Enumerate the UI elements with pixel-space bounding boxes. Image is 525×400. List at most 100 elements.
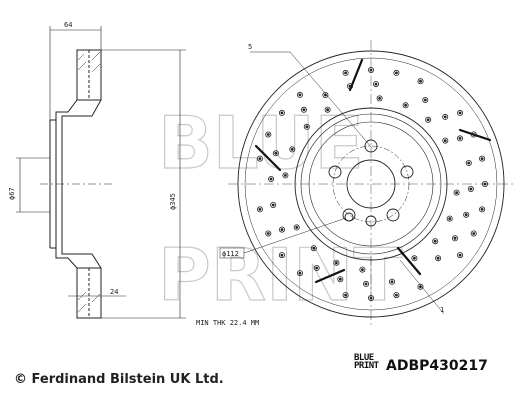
drilled-hole-center	[412, 256, 416, 260]
drilled-hole-center	[298, 93, 302, 97]
drilled-hole-center	[315, 266, 319, 270]
leader-1	[399, 259, 445, 315]
side-section-view	[40, 49, 115, 319]
drilled-hole	[333, 259, 340, 266]
drilled-hole-center	[443, 139, 447, 143]
drilled-hole	[265, 230, 272, 237]
copyright-text: © Ferdinand Bilstein UK Ltd.	[14, 372, 224, 387]
min-thickness-label: MIN THK 22.4 MM	[196, 319, 259, 327]
drilled-hole	[451, 235, 458, 242]
slot	[254, 144, 282, 172]
drilled-hole	[265, 131, 272, 138]
drilled-hole-center	[298, 271, 302, 275]
drilled-hole	[342, 292, 349, 299]
drilled-hole-center	[326, 108, 330, 112]
leaders	[219, 51, 445, 315]
drilled-hole	[393, 69, 400, 76]
drilled-hole-center	[280, 111, 284, 115]
drilled-hole-center	[344, 293, 348, 297]
drilled-hole	[372, 81, 379, 88]
drilled-hole	[278, 226, 285, 233]
dim-label-64: 64	[64, 21, 72, 29]
drilled-hole-center	[305, 125, 309, 129]
drilled-hole-center	[348, 84, 352, 88]
drilled-hole-center	[280, 228, 284, 232]
drilled-hole	[367, 67, 374, 74]
drilled-hole-center	[423, 98, 427, 102]
bolt-hole-highlight	[365, 215, 377, 227]
drilled-hole-center	[369, 68, 373, 72]
hat-profile-outer	[55, 99, 78, 269]
blueprint-logo: BLUE PRINT	[354, 354, 382, 371]
drilled-hole-center	[443, 115, 447, 119]
drilled-hole	[470, 230, 477, 237]
drilled-hole-center	[338, 277, 342, 281]
drilled-hole-center	[472, 133, 476, 136]
drilled-hole-center	[274, 151, 278, 155]
drilled-hole-center	[480, 207, 484, 211]
drilled-hole-center	[448, 217, 452, 221]
drilled-hole	[417, 78, 424, 85]
drilled-hole-center	[266, 133, 270, 136]
drilled-hole	[442, 113, 449, 120]
drilled-hole-center	[258, 157, 262, 161]
drilled-hole-center	[295, 225, 299, 229]
dimensions-side	[16, 26, 186, 319]
drilled-hole-center	[290, 147, 294, 151]
drilled-hole-center	[280, 253, 284, 257]
drilled-hole	[465, 159, 472, 166]
drilled-hole-center	[419, 79, 422, 83]
drilled-hole	[359, 266, 366, 273]
drilled-hole	[393, 292, 400, 299]
drilled-hole	[322, 92, 329, 99]
bolt-circle-label: ϕ112	[222, 250, 239, 258]
drilled-hole	[432, 238, 439, 245]
bolt-hole	[400, 165, 414, 179]
drilled-hole	[457, 109, 464, 116]
drilled-hole-center	[344, 71, 348, 75]
drilled-hole	[303, 123, 310, 130]
drilled-hole-center	[480, 157, 484, 161]
slot	[348, 58, 364, 92]
drilled-hole-center	[374, 82, 378, 86]
drilled-hole-center	[394, 71, 398, 75]
drilled-hole	[337, 276, 344, 283]
drilled-hole	[293, 224, 300, 231]
bolt-hole	[342, 208, 356, 222]
drilled-hole-center	[360, 268, 364, 272]
drilled-hole-center	[453, 236, 457, 240]
bolt-hole	[364, 139, 378, 153]
drilled-hole	[435, 255, 442, 262]
drilled-hole	[256, 155, 263, 162]
drilled-hole	[272, 150, 279, 157]
drilled-hole-center	[458, 136, 462, 140]
drilled-hole-center	[436, 256, 440, 260]
drilled-hole-center	[390, 280, 394, 284]
brake-slots	[254, 58, 492, 284]
drilled-hole	[442, 137, 449, 144]
drilled-hole	[289, 146, 296, 153]
hat-profile-inner	[61, 99, 102, 269]
slot	[396, 246, 422, 276]
drilled-hole-center	[394, 293, 398, 297]
bolt-hole-highlight	[344, 212, 354, 222]
drilled-hole-center	[364, 282, 368, 286]
part-number: ADBP430217	[386, 358, 488, 374]
bolt-hole	[328, 165, 342, 179]
drilled-hole-center	[266, 232, 270, 235]
drilled-hole-center	[334, 261, 338, 265]
drilled-hole	[342, 69, 349, 76]
drilled-hole-center	[472, 232, 476, 235]
drilled-hole	[479, 155, 486, 162]
drilled-hole-center	[312, 246, 316, 250]
drilled-holes	[256, 67, 488, 301]
dim-label-24: 24	[110, 288, 118, 296]
drilled-hole	[422, 97, 429, 104]
drilled-hole	[479, 206, 486, 213]
drilled-hole-center	[458, 111, 462, 115]
drilled-hole	[300, 106, 307, 113]
drilled-hole	[310, 245, 317, 252]
drilled-hole	[362, 280, 369, 287]
callout-1: 1	[440, 306, 444, 314]
drilled-hole-center	[258, 207, 262, 211]
